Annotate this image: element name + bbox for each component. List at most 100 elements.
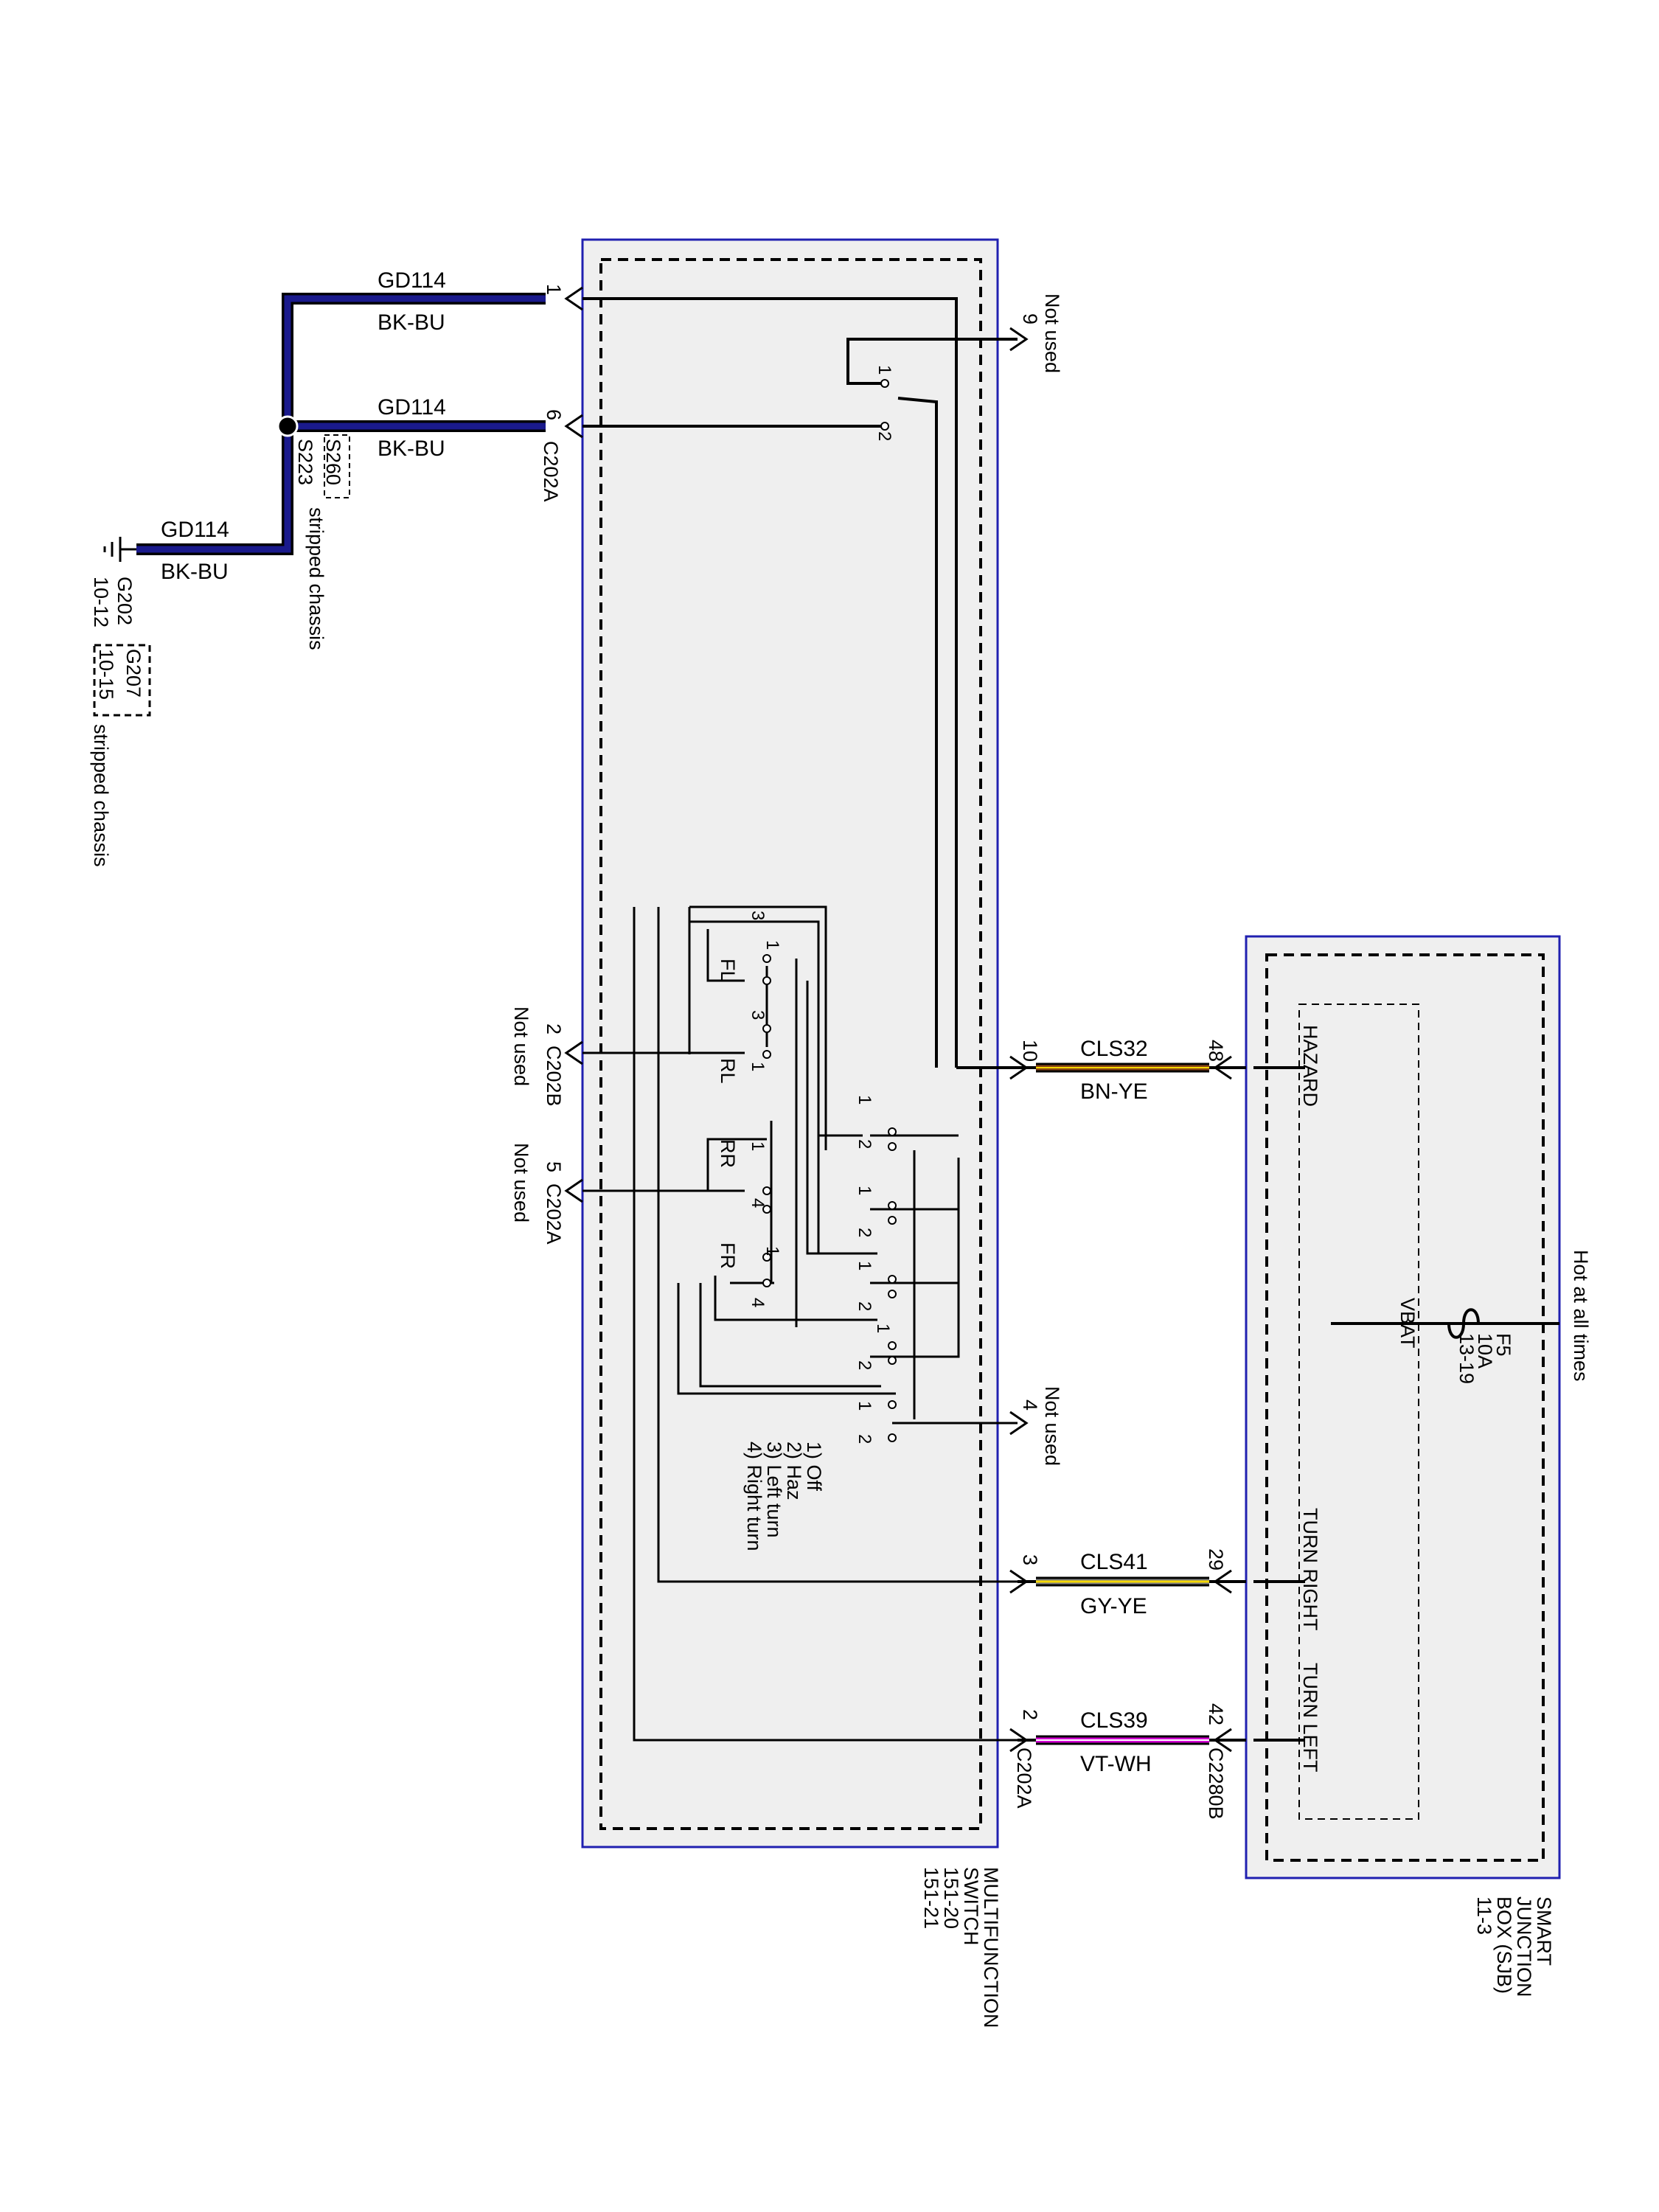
ground-secondary-label: G207: [122, 649, 145, 698]
svg-text:4: 4: [748, 1298, 768, 1307]
c202b-note: Not used: [510, 1006, 532, 1086]
sjb-module: [1298, 1004, 1419, 1820]
multifunction-switch-label-1: MULTIFUNCTION: [980, 1867, 1002, 2028]
ground-primary-label: G202: [114, 577, 136, 625]
multifunction-switch-inner: [599, 258, 982, 1830]
pin6-number: 6: [543, 409, 565, 420]
svg-text:1: 1: [874, 365, 894, 375]
svg-text:1: 1: [873, 1324, 893, 1333]
svg-text:1: 1: [748, 1141, 768, 1151]
fuse-label: F5: [1492, 1333, 1514, 1357]
lamp-fr-label: FR: [717, 1242, 739, 1269]
switch-contacts: [762, 379, 897, 1442]
power-note: Hot at all times: [1570, 1250, 1592, 1382]
ground-wire-group: [136, 293, 546, 555]
cls39-circuit: CLS39: [1080, 1708, 1148, 1733]
multifunction-switch-ref-1: 151-20: [940, 1867, 962, 1929]
cls41-switch-pin: 3: [1019, 1554, 1041, 1565]
svg-text:2: 2: [855, 1434, 874, 1444]
c202a-pin5-connector-arrow: [564, 1178, 583, 1203]
position-haz: 2) Haz: [783, 1441, 805, 1500]
fuse-ref: 13-19: [1455, 1333, 1478, 1384]
fuse-rating: 10A: [1474, 1333, 1496, 1368]
pin9-number: 9: [1019, 313, 1041, 324]
ground-symbol-icon: [103, 537, 136, 562]
sjb-label-3: BOX (SJB): [1493, 1896, 1515, 1994]
cls32-sjb-label: HAZARD: [1299, 1025, 1321, 1107]
splice-secondary-box: [324, 434, 350, 498]
wire6-circuit: GD114: [378, 395, 446, 420]
svg-text:3: 3: [748, 1010, 768, 1020]
sjb-label-2: JUNCTION: [1513, 1896, 1535, 1997]
wire1-circuit: GD114: [378, 268, 446, 293]
position-left-turn: 3) Left turn: [763, 1441, 785, 1538]
multifunction-switch-label-2: SWITCH: [960, 1867, 982, 1945]
cls32-sjb-pin: 48: [1205, 1040, 1227, 1062]
ground-wire-circuit: GD114: [161, 518, 229, 542]
circuit-cls41: [1009, 1569, 1246, 1594]
svg-text:1: 1: [762, 1246, 782, 1256]
svg-text:4: 4: [748, 1198, 768, 1208]
sjb-inner: [1265, 953, 1545, 1862]
splice-node: [276, 415, 299, 437]
fuse-icon: [1447, 1308, 1480, 1339]
lamp-fl-label: FL: [717, 959, 739, 982]
cls41-sjb-pin: 29: [1205, 1548, 1227, 1571]
hazard-switch-wiring: [582, 905, 1018, 1742]
c202b-connector-arrow: [564, 1040, 583, 1065]
svg-text:2: 2: [855, 1301, 874, 1311]
wire1-color-code: BK-BU: [378, 310, 445, 335]
svg-text:1: 1: [762, 940, 782, 950]
cls39-sjb-label: TURN LEFT: [1299, 1663, 1321, 1773]
pin4-note: Not used: [1041, 1386, 1063, 1466]
splice-primary-label: S223: [294, 439, 316, 485]
c202a-pin5-connector: C202A: [543, 1183, 565, 1245]
switch-position-numbers: 1 2 1 2 1 2 1 2 1 2 1 2 3 1 3 1 1 4 1 4: [748, 365, 894, 1444]
cls39-color-code: VT-WH: [1080, 1752, 1152, 1776]
c202a-pin5-number: 5: [543, 1161, 565, 1172]
circuit-cls32: [1009, 1055, 1246, 1080]
pin9-note: Not used: [1041, 293, 1063, 373]
svg-text:2: 2: [855, 1139, 874, 1149]
cls41-sjb-label: TURN RIGHT: [1299, 1508, 1321, 1630]
cls39-sjb-pin: 42: [1205, 1703, 1227, 1725]
cls32-color-code: BN-YE: [1080, 1079, 1148, 1104]
pin6-connector-label: C202A: [540, 441, 562, 502]
multifunction-switch-outline: [581, 238, 999, 1848]
svg-text:2: 2: [874, 431, 894, 441]
cls41-circuit: CLS41: [1080, 1550, 1148, 1574]
pin6-connector-arrow: [564, 414, 583, 439]
ground-wire-color-code: BK-BU: [161, 560, 229, 584]
switch-connector-bottom: C202A: [1013, 1747, 1035, 1809]
vbat-label: VBAT: [1397, 1298, 1419, 1349]
cls39-switch-pin: 2: [1019, 1709, 1041, 1720]
sjb-connector: C2280B: [1205, 1747, 1227, 1820]
svg-text:2: 2: [855, 1228, 874, 1237]
cls32-switch-pin: 10: [1019, 1040, 1041, 1062]
sjb-outline: [1245, 935, 1561, 1879]
position-right-turn: 4) Right turn: [743, 1441, 765, 1551]
pin4-number: 4: [1019, 1399, 1041, 1411]
svg-text:1: 1: [855, 1186, 874, 1195]
cls41-color-code: GY-YE: [1080, 1594, 1147, 1618]
lamp-rr-label: RR: [717, 1139, 739, 1168]
pin1-number: 1: [543, 284, 565, 295]
switch-internal-wiring: [582, 297, 1559, 1742]
wire6-color-code: BK-BU: [378, 437, 445, 461]
svg-text:1: 1: [855, 1401, 874, 1411]
position-off: 1) Off: [803, 1441, 825, 1492]
svg-text:1: 1: [855, 1261, 874, 1270]
svg-text:1: 1: [748, 1062, 768, 1071]
c202b-label: C202B: [543, 1046, 565, 1107]
c202a-pin5-note: Not used: [510, 1143, 532, 1222]
splice-secondary-label: S260: [322, 439, 344, 485]
sjb-label-1: SMART: [1533, 1896, 1555, 1966]
pin4-connector-arrow: [1009, 1411, 1029, 1436]
circuit-cls39: [1009, 1728, 1246, 1753]
lamp-rl-label: RL: [717, 1058, 739, 1084]
cls32-circuit: CLS32: [1080, 1037, 1148, 1061]
c202b-pin: 2: [543, 1023, 565, 1034]
ground-secondary-ref: 10-15: [95, 649, 117, 700]
sjb-ref: 11-3: [1473, 1896, 1495, 1935]
